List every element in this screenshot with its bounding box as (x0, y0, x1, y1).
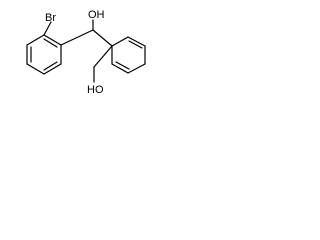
c-br-bond (43, 21, 52, 36)
quaternary-ch2-bond (93, 45, 113, 68)
aryl-carbinol-bond (60, 29, 94, 46)
cyclohexadiene-ring (111, 36, 146, 74)
carbinol-quaternary-bond (92, 29, 113, 47)
benzene-ring (26, 34, 62, 75)
bromine-label: Br (45, 12, 56, 24)
hydroxyl-bottom-label: HO (87, 84, 104, 96)
structure-diagram: Br OH HO (26, 9, 146, 96)
hydroxyl-top-label: OH (88, 9, 105, 21)
